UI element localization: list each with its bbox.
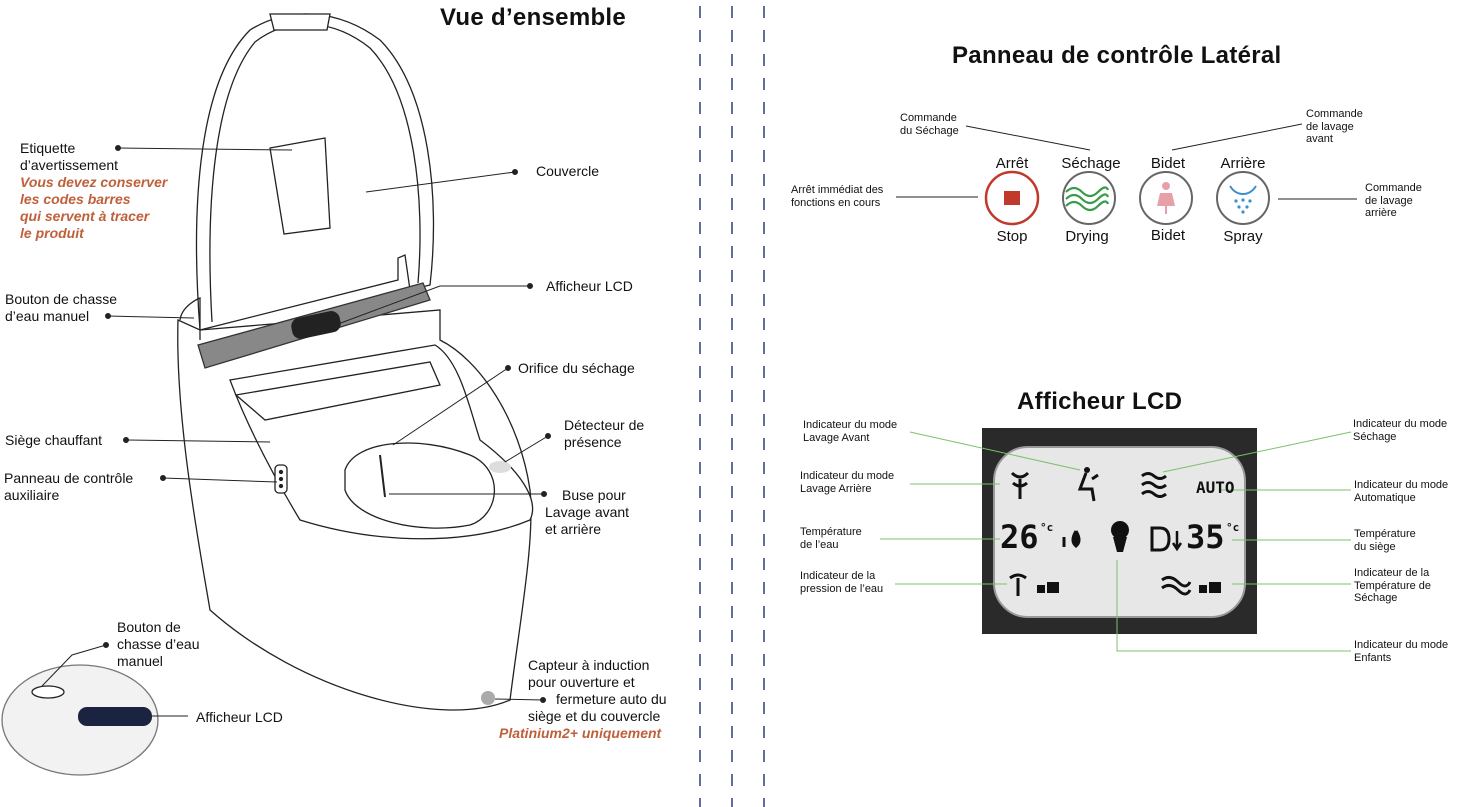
front-mode-indicator-label: Indicateur du mode Lavage Avant — [803, 419, 898, 444]
drying-command-label: Commande du Séchage — [900, 112, 959, 137]
lcd-seat-temp-value: 35 — [1186, 518, 1225, 556]
lcd-title: Afficheur LCD — [1017, 388, 1183, 415]
side-panel-title: Panneau de contrôle Latéral — [952, 42, 1282, 69]
presence-detector-label: Détecteur de présence — [564, 417, 645, 450]
front-wash-command-label: Commande de lavage avant — [1306, 108, 1363, 145]
bidet-button-top-label: Bidet — [1150, 155, 1186, 172]
lcd-auto-text: AUTO — [1196, 478, 1235, 497]
leader-lines-overview — [41, 145, 551, 717]
warning-label-text: Etiquette d’avertissement — [20, 140, 119, 173]
dashed-separator — [699, 6, 765, 807]
drying-temperature-label: Indicateur de la Température de Séchage — [1354, 567, 1432, 604]
auto-mode-indicator-label: Indicateur du mode Automatique — [1354, 479, 1449, 504]
dryer-orifice-label: Orifice du séchage — [518, 360, 635, 376]
lcd-seat-temp-unit: °c — [1226, 521, 1240, 534]
stop-description-label: Arrêt immédiat des fonctions en cours — [791, 184, 884, 209]
nozzle-label: Buse pour Lavage avant et arrière — [545, 487, 630, 537]
toilet-drawing — [1, 13, 534, 776]
drying-button-bottom-label: Drying — [1065, 228, 1109, 245]
lcd-water-temp-unit: °c — [1040, 521, 1054, 534]
overview-title: Vue d’ensemble — [440, 4, 627, 31]
lcd-water-temp-value: 26 — [1000, 518, 1039, 556]
water-temperature-label: Température de l’eau — [800, 526, 862, 551]
stop-button-top-label: Arrêt — [995, 155, 1029, 172]
leader-lines-side-panel — [896, 123, 1357, 200]
drying-button-top-label: Séchage — [1061, 155, 1121, 172]
child-mode-indicator-label: Indicateur du mode Enfants — [1354, 639, 1449, 664]
lcd-display-label: Afficheur LCD — [546, 278, 633, 294]
inset-flush-label: Bouton de chasse d’eau manuel — [117, 619, 200, 669]
spray-button-top-label: Arrière — [1220, 155, 1266, 172]
sensor-label: Capteur à induction pour ouverture et fe… — [528, 657, 667, 724]
bidet-button-bottom-label: Bidet — [1150, 227, 1186, 244]
aux-panel-label: Panneau de contrôle auxiliaire — [4, 470, 134, 503]
leader-lines-lcd — [880, 431, 1352, 652]
lid-label: Couvercle — [536, 163, 600, 179]
lcd-screen-art — [982, 428, 1257, 634]
spray-button-bottom-label: Spray — [1223, 228, 1263, 245]
drying-mode-indicator-label: Indicateur du mode Séchage — [1353, 418, 1448, 443]
water-pressure-label: Indicateur de la pression de l’eau — [800, 570, 884, 595]
side-panel-button-icons — [984, 170, 1270, 226]
inset-lcd-label: Afficheur LCD — [196, 709, 283, 725]
heated-seat-label: Siège chauffant — [5, 432, 103, 448]
stop-button-bottom-label: Stop — [996, 228, 1028, 245]
manual-flush-label: Bouton de chasse d’eau manuel — [5, 291, 118, 324]
warning-note: Vous devez conserver les codes barres qu… — [20, 174, 168, 241]
rear-wash-command-label: Commande de lavage arrière — [1365, 182, 1422, 219]
sensor-note: Platinium2+ uniquement — [499, 725, 662, 741]
seat-temperature-label: Température du siège — [1354, 528, 1416, 553]
rear-mode-indicator-label: Indicateur du mode Lavage Arrière — [800, 470, 895, 495]
